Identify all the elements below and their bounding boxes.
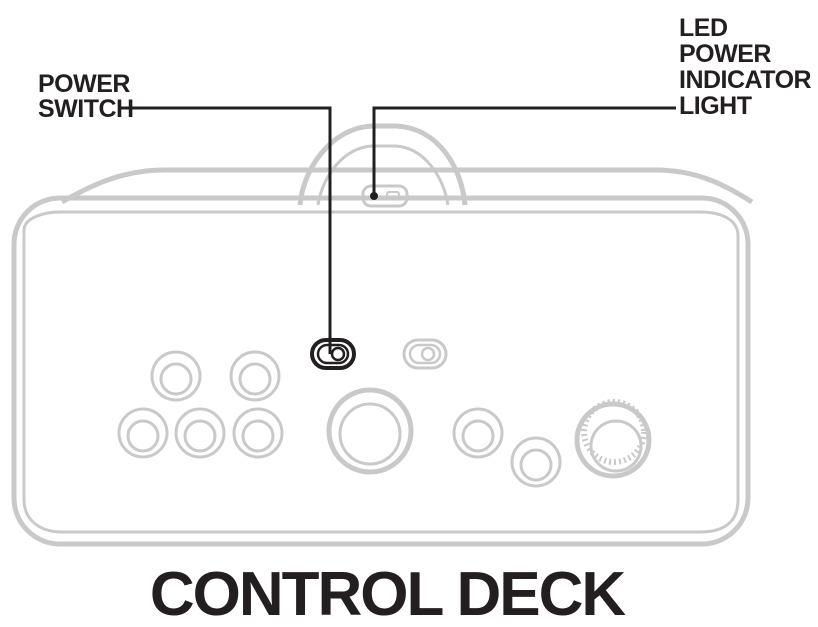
dial-knob <box>574 399 652 479</box>
led-indicator-leader-line <box>372 106 676 194</box>
button-row-bottom-left-3 <box>232 407 284 459</box>
deck-body <box>11 167 754 547</box>
secondary-toggle-switch <box>402 338 448 370</box>
large-center-button <box>326 387 414 475</box>
carry-handle <box>297 123 468 206</box>
button-row-bottom-left-1 <box>117 407 169 459</box>
power-switch-leader-line <box>118 106 332 354</box>
diagram-title: CONTROL DECK <box>150 560 627 627</box>
button-row-top-left-1 <box>150 350 202 402</box>
power-switch <box>310 338 356 370</box>
button-right-2 <box>510 436 562 488</box>
button-row-top-left-2 <box>229 350 281 402</box>
power-switch-label: POWER SWITCH <box>38 70 136 123</box>
led-indicator-label: LED POWER INDICATOR LIGHT <box>679 14 818 120</box>
button-row-bottom-left-2 <box>174 407 226 459</box>
led-indicator-light <box>361 184 409 208</box>
button-right-1 <box>452 407 504 459</box>
